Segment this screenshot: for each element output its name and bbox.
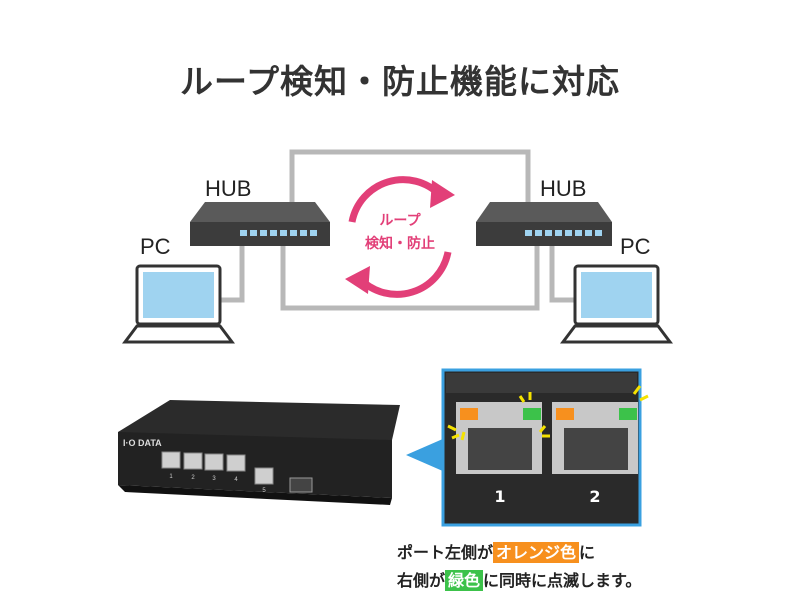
switch-device: I·O DATA 1 2 3 4 5 (118, 400, 400, 505)
led-green-2 (619, 408, 637, 420)
device-port-1: 1 (169, 474, 173, 480)
blink-rays-icon (447, 385, 649, 441)
caption-line1: ポート左側がオレンジ色に (397, 539, 595, 563)
hub-left-label: HUB (205, 176, 251, 201)
device-port-2: 2 (191, 475, 195, 481)
caption-green-highlight: 緑色 (445, 570, 484, 591)
callout-pointer (406, 438, 445, 472)
loop-label-line1: ループ (379, 213, 421, 229)
port-led-callout: 1 2 (441, 368, 649, 527)
page-title: ループ検知・防止機能に対応 (179, 62, 621, 101)
loop-arrows-icon (348, 176, 452, 298)
callout-port-1: 1 (494, 487, 505, 506)
cables (218, 149, 580, 311)
hub-right-label: HUB (540, 176, 586, 201)
laptop-left-icon (122, 264, 235, 344)
caption-line2-prefix: 右側が (397, 571, 446, 590)
hub-right (476, 202, 612, 246)
led-orange-1 (460, 408, 478, 420)
caption-orange-highlight: オレンジ色 (493, 542, 580, 563)
caption-line2: 右側が緑色に同時に点滅します。 (397, 567, 641, 591)
callout-port-2: 2 (589, 487, 600, 506)
caption-line1-suffix: に (579, 543, 596, 562)
loop-label-line2: 検知・防止 (365, 235, 435, 252)
led-green-1 (523, 408, 541, 420)
pc-left-label: PC (140, 234, 171, 259)
hub-left (190, 202, 330, 246)
pc-right-label: PC (620, 234, 651, 259)
caption-line2-suffix: に同時に点滅します。 (483, 571, 642, 590)
device-port-4: 4 (234, 477, 238, 483)
led-orange-2 (556, 408, 574, 420)
device-port-5: 5 (262, 488, 266, 494)
caption-line1-prefix: ポート左側が (397, 543, 494, 562)
device-port-3: 3 (212, 476, 216, 482)
laptop-right-icon (560, 264, 673, 344)
device-brand: I·O DATA (123, 438, 162, 448)
